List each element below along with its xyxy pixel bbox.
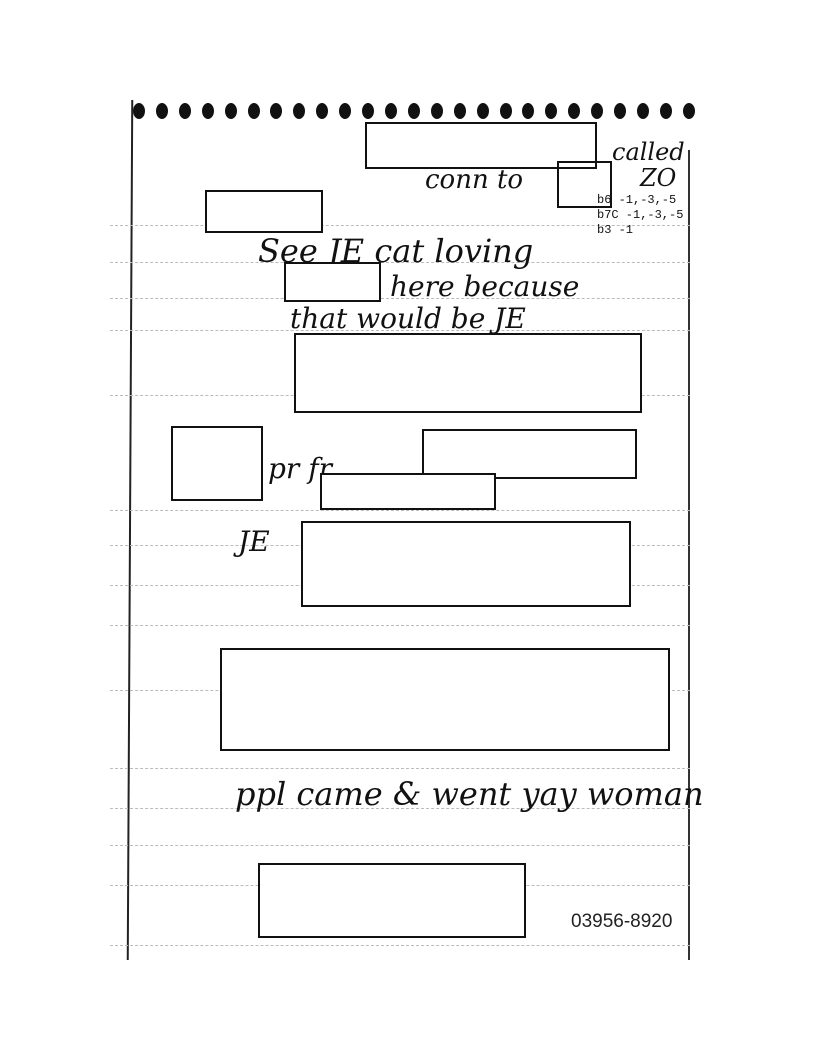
redaction-box [294,333,642,413]
redaction-box [284,262,381,302]
binder-holes [133,98,695,124]
exemption-code: b3 -1 [597,223,634,237]
page-edge-left [126,100,134,960]
ruled-line [110,845,690,846]
exemption-codes: b6 -1,-3,-5 b7C -1,-3,-5 b3 -1 [597,193,683,238]
ruled-line [110,768,690,769]
exemption-code: b6 -1,-3,-5 [597,193,677,207]
handwriting-je: JE [238,525,270,558]
redaction-box [422,429,637,479]
redaction-box [171,426,263,501]
ruled-line [110,298,690,299]
ruled-line [110,262,690,263]
redaction-box [301,521,631,607]
page-number: 03956-8920 [571,911,673,932]
handwriting-line-2: here because [390,270,580,303]
exemption-code: b7C -1,-3,-5 [597,208,684,222]
ruled-line [110,225,690,226]
ruled-line [110,945,690,946]
redaction-box [220,648,670,751]
ruled-line [110,330,690,331]
handwriting-zo: ZO [640,164,677,192]
page-edge-right [688,150,690,960]
handwriting-called: called [612,138,685,166]
ruled-line [110,808,690,809]
ruled-line [110,625,690,626]
ruled-line [110,510,690,511]
redaction-box [205,190,323,233]
redaction-box [557,161,612,208]
handwriting-line-3: that would be JE [290,302,526,335]
handwriting-conn-to: conn to [425,165,524,195]
redaction-box [258,863,526,938]
redaction-box [320,473,496,510]
handwriting-line-4: ppl came & went yay woman [235,775,704,813]
